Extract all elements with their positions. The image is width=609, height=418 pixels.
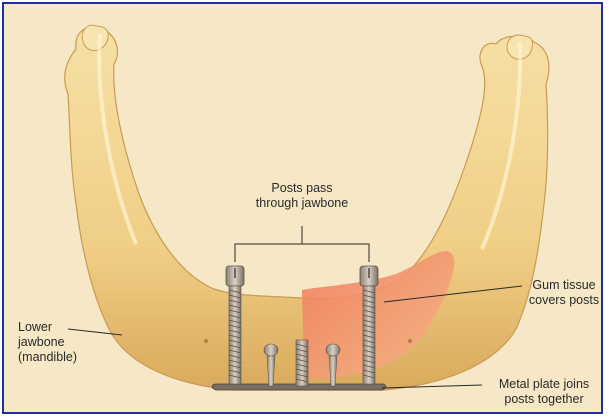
posts-label-line2: through jawbone (237, 196, 367, 211)
gum-tissue-line1: Gum tissue (516, 278, 603, 293)
lower-jawbone-label: Lower jawbone (mandible) (18, 320, 77, 365)
metal-plate-line2: posts together (486, 392, 602, 407)
metal-plate-line1: Metal plate joins (486, 377, 602, 392)
gum-tissue-line2: covers posts (516, 293, 603, 308)
diagram-frame: Posts pass through jawbone Lower jawbone… (2, 2, 603, 414)
center-post (296, 340, 308, 386)
right-post (360, 266, 378, 384)
posts-label: Posts pass through jawbone (237, 181, 367, 211)
gum-tissue-label: Gum tissue covers posts (516, 278, 603, 308)
posts-label-line1: Posts pass (237, 181, 367, 196)
mental-foramen-right (408, 339, 412, 343)
lower-jawbone-line2: jawbone (18, 335, 77, 350)
lower-jawbone-line1: Lower (18, 320, 77, 335)
metal-plate-label: Metal plate joins posts together (486, 377, 602, 407)
posts-bracket (235, 226, 369, 262)
mental-foramen-left (204, 339, 208, 343)
lower-jawbone-line3: (mandible) (18, 350, 77, 365)
